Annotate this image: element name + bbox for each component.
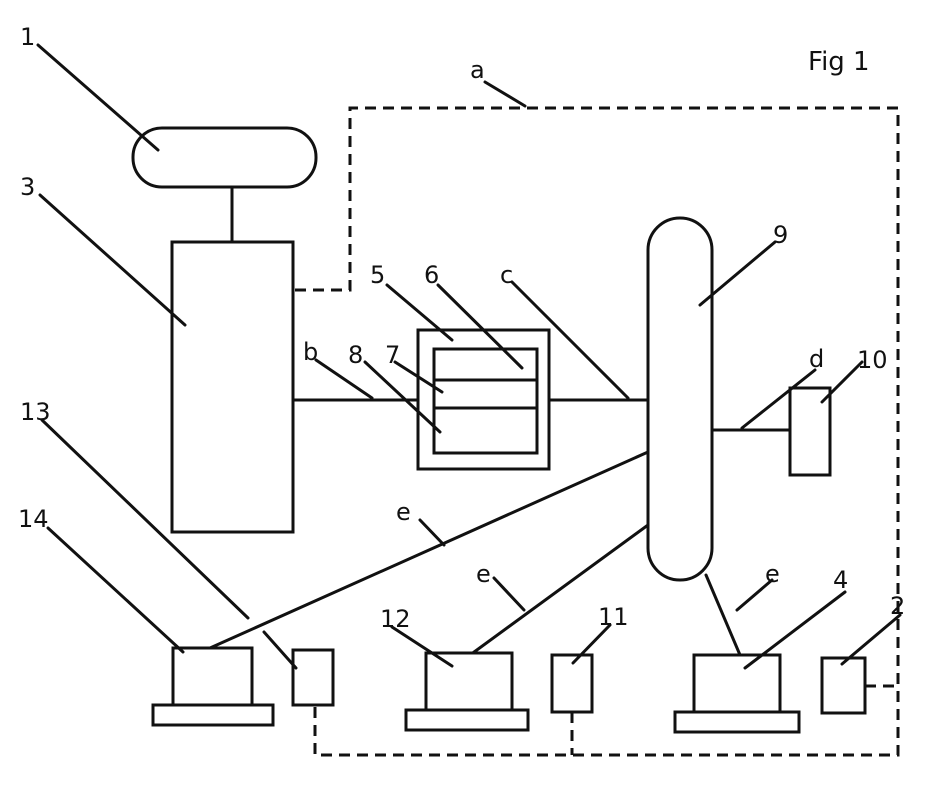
label-b: b	[303, 338, 318, 366]
line-e-to-12	[468, 523, 650, 657]
label-8: 8	[348, 341, 363, 369]
label-c: c	[500, 261, 513, 289]
component-14-base	[151, 703, 275, 727]
component-5-inner	[432, 347, 539, 455]
leader-e-right	[735, 578, 774, 612]
label-1: 1	[20, 23, 35, 51]
leader-7	[393, 360, 444, 394]
component-14-screen	[171, 646, 254, 707]
label-13: 13	[20, 398, 51, 426]
label-14: 14	[18, 505, 49, 533]
component-12-screen	[424, 651, 514, 712]
leader-3	[38, 193, 187, 327]
component-3-block	[170, 240, 295, 534]
label-d: d	[809, 345, 824, 373]
label-10: 10	[857, 346, 888, 374]
leader-12	[390, 625, 454, 668]
label-e-right: e	[765, 560, 780, 588]
label-2: 2	[890, 592, 905, 620]
label-5: 5	[370, 261, 385, 289]
component-13-box	[291, 648, 335, 707]
dashed-line-a	[295, 106, 900, 757]
component-9-capsule	[646, 216, 714, 582]
component-1-capsule	[131, 126, 318, 189]
label-7: 7	[385, 341, 400, 369]
label-e-middle: e	[476, 560, 491, 588]
leader-a	[483, 80, 527, 108]
leader-14	[46, 526, 185, 654]
component-4-screen	[692, 653, 782, 714]
leader-d	[740, 368, 817, 430]
label-a: a	[470, 56, 485, 84]
label-9: 9	[773, 221, 788, 249]
leader-e-upper	[418, 518, 446, 547]
component-11-box	[550, 653, 594, 714]
label-4: 4	[833, 566, 848, 594]
leader-4	[743, 590, 847, 670]
component-4-base	[673, 710, 801, 734]
line-e-to-4	[704, 573, 742, 657]
leader-10	[820, 360, 864, 404]
leader-13-tail	[262, 630, 298, 670]
label-11: 11	[598, 603, 629, 631]
leader-2	[840, 613, 902, 666]
component-2-box	[820, 656, 867, 715]
label-3: 3	[20, 173, 35, 201]
leader-b	[314, 358, 374, 400]
leader-e-middle	[492, 576, 526, 612]
leader-13	[40, 418, 250, 620]
label-e-upper: e	[396, 498, 411, 526]
leader-1	[36, 43, 160, 152]
leader-6	[436, 283, 524, 370]
leader-8	[363, 360, 442, 434]
line-e-to-14	[208, 450, 650, 650]
figure-title: Fig 1	[808, 47, 870, 77]
component-12-base	[404, 708, 530, 732]
leader-5	[385, 283, 454, 342]
leader-c	[510, 280, 630, 400]
label-12: 12	[380, 605, 411, 633]
label-6: 6	[424, 261, 439, 289]
leader-9	[698, 240, 777, 307]
leader-11	[571, 623, 612, 665]
